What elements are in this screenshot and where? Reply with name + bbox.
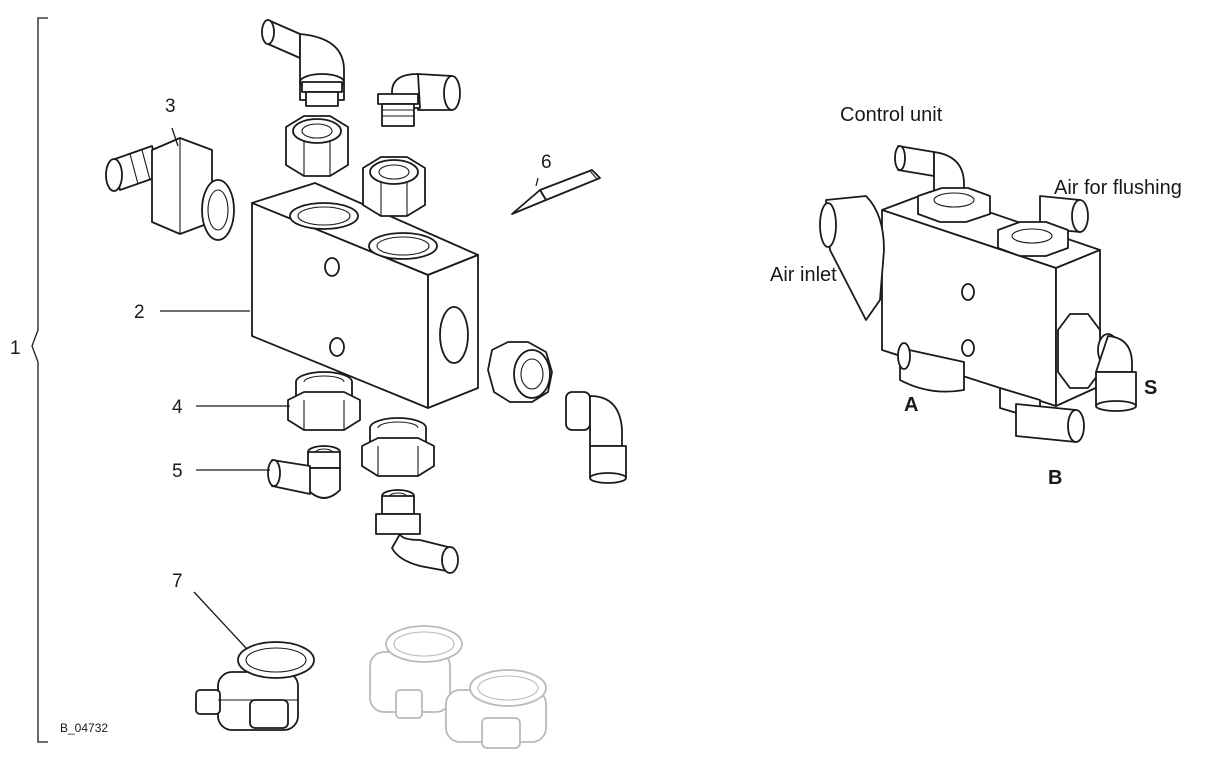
callout-leaders <box>160 127 539 649</box>
air-inlet-label: Air inlet <box>770 264 837 286</box>
elbow-fitting-lower-left <box>267 445 341 499</box>
hex-nut-top-right <box>362 156 426 217</box>
callout-6: 6 <box>541 152 552 173</box>
port-b-label: B <box>1048 467 1062 489</box>
drawing-code: B_04732 <box>60 721 108 735</box>
elbow-fitting-side <box>565 391 627 484</box>
port-a-label: A <box>904 394 918 416</box>
assembled-flushing-elbow <box>997 195 1089 257</box>
assembled-port-a-fitting <box>897 342 965 393</box>
assembled-inlet-barb <box>819 195 885 321</box>
callout-7: 7 <box>172 571 183 592</box>
air-for-flushing-label: Air for flushing <box>1054 177 1182 199</box>
hex-nut-top-left <box>285 115 349 177</box>
ghost-hose-clamps <box>369 625 547 749</box>
hose-barb-fitting <box>105 137 235 241</box>
threaded-nipple-right <box>361 417 435 477</box>
assembled-port-b-fitting <box>999 387 1085 443</box>
callout-2: 2 <box>134 302 145 323</box>
callout-5: 5 <box>172 461 183 482</box>
control-unit-label: Control unit <box>840 104 943 126</box>
assembled-port-s-fitting <box>1057 313 1137 412</box>
item-1-bracket <box>31 17 48 743</box>
threaded-nipple-left <box>287 371 361 431</box>
manifold-block <box>251 182 479 409</box>
callout-3: 3 <box>165 96 176 117</box>
sealant-tube <box>511 169 601 215</box>
elbow-fitting-top-left <box>261 19 345 107</box>
callout-1: 1 <box>10 338 21 359</box>
port-s-label: S <box>1144 377 1157 399</box>
elbow-fitting-lower-right <box>375 489 459 574</box>
elbow-fitting-top-right <box>377 73 461 127</box>
callout-4: 4 <box>172 397 183 418</box>
hose-clamp <box>195 641 315 731</box>
hex-nut-side <box>487 341 553 403</box>
assembled-control-elbow <box>894 145 991 223</box>
